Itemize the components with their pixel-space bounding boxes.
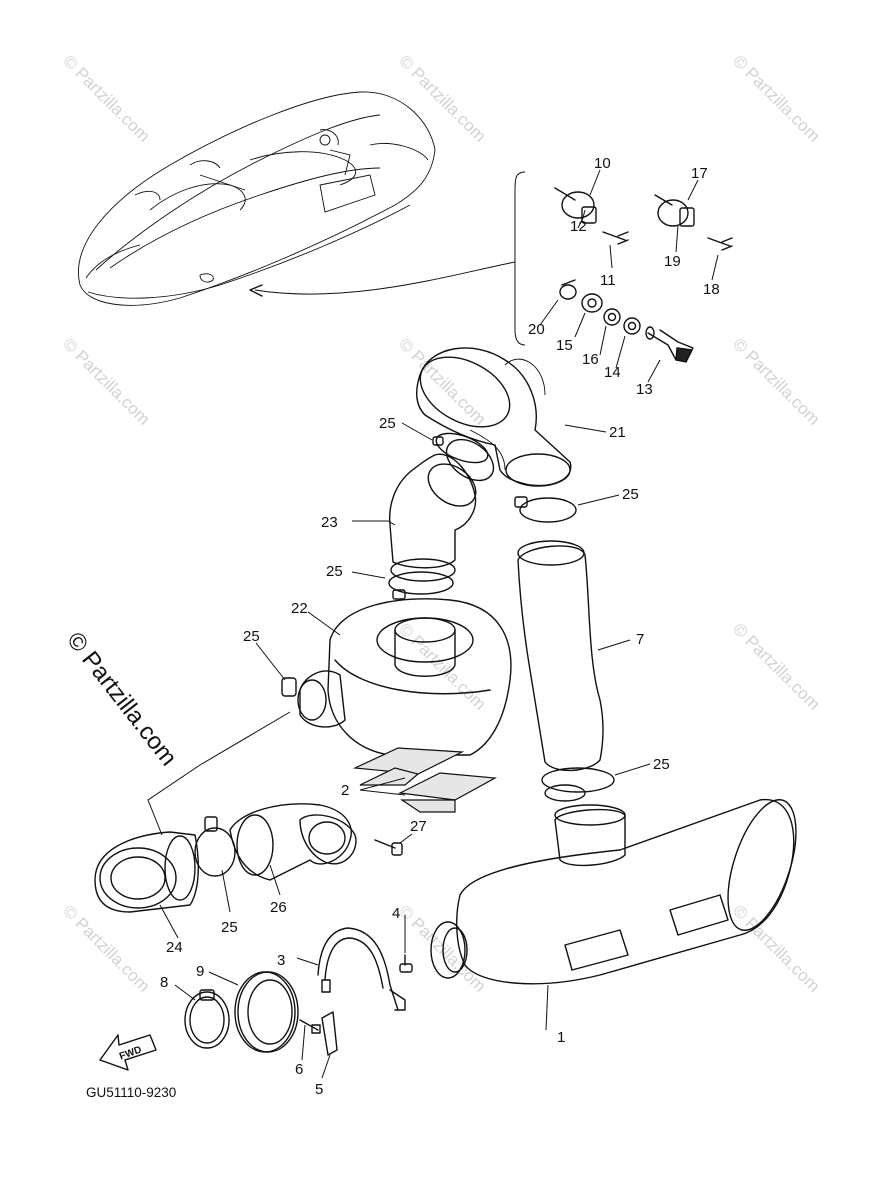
callout-8: 8 <box>160 974 168 991</box>
clip-20 <box>559 279 577 300</box>
callout-19: 19 <box>664 253 681 270</box>
callout-22: 22 <box>291 600 308 617</box>
fwd-arrow: FWD <box>99 1034 157 1071</box>
watermark-mid-right: © Partzilla.com <box>729 334 823 428</box>
pipe-26 <box>229 803 357 881</box>
detail-bracket <box>514 171 526 346</box>
callout-11: 11 <box>600 272 616 289</box>
callout-15: 15 <box>556 337 573 354</box>
callout-10: 10 <box>594 155 611 172</box>
callout-labels: 10 12 11 17 19 18 20 15 16 14 13 21 25 2… <box>160 155 720 1098</box>
callout-13: 13 <box>636 381 653 398</box>
seal-9 <box>234 971 299 1053</box>
callout-25-a: 25 <box>379 415 396 432</box>
elbow-23 <box>388 438 495 582</box>
watermark-bottom-left: © Partzilla.com <box>59 901 153 995</box>
elbow-21 <box>416 347 572 487</box>
callout-14: 14 <box>604 364 621 381</box>
callout-25-e: 25 <box>653 756 670 773</box>
washer-14 <box>623 317 641 335</box>
pin-18 <box>707 237 733 251</box>
watermark-top-center: © Partzilla.com <box>395 51 489 145</box>
callout-20: 20 <box>528 321 545 338</box>
callout-25-d: 25 <box>243 628 260 645</box>
watercraft-illustration <box>78 91 436 306</box>
clamp-10-12 <box>554 187 597 224</box>
callout-25-b: 25 <box>622 486 639 503</box>
watermark-bottom-right: © Partzilla.com <box>729 901 823 995</box>
watermark-right: © Partzilla.com <box>729 619 823 713</box>
clamp-25-lower-right <box>541 767 615 802</box>
clamp-25-left <box>194 816 236 877</box>
washer-16 <box>603 308 621 326</box>
pointer-arrowhead <box>249 284 263 297</box>
fwd-label: FWD <box>118 1044 143 1062</box>
callout-1: 1 <box>557 1029 565 1046</box>
strap-3 <box>317 927 406 1011</box>
callout-16: 16 <box>582 351 599 368</box>
hose-7 <box>517 540 604 772</box>
pointer-arrow <box>254 261 516 295</box>
callout-2: 2 <box>341 782 349 799</box>
callout-17: 17 <box>691 165 708 182</box>
muffler-1 <box>430 798 797 985</box>
callout-26: 26 <box>270 899 287 916</box>
watermark-top-right: © Partzilla.com <box>729 51 823 145</box>
fitting-13 <box>645 326 694 363</box>
part-code: GU51110-9230 <box>86 1085 176 1100</box>
clamp-25-mid <box>388 571 454 600</box>
watermark-large: © Partzilla.com <box>61 627 182 771</box>
callout-27: 27 <box>410 818 427 835</box>
callout-9: 9 <box>196 963 204 980</box>
callout-7: 7 <box>636 631 644 648</box>
clamp-8 <box>184 989 230 1049</box>
callout-23: 23 <box>321 514 338 531</box>
callout-25-c: 25 <box>326 563 343 580</box>
bolt-27 <box>374 839 403 856</box>
leader-lines <box>147 169 719 1079</box>
outlet-24 <box>94 831 199 913</box>
bolt-6 <box>299 1019 321 1034</box>
callout-25-f: 25 <box>221 919 238 936</box>
bolt-4 <box>399 954 413 973</box>
bracket-5 <box>321 1011 338 1056</box>
callout-4: 4 <box>392 905 400 922</box>
waterlock-22 <box>281 598 512 756</box>
watermark-center: © Partzilla.com <box>395 619 489 713</box>
callout-12: 12 <box>570 218 587 235</box>
nut-15 <box>581 293 603 313</box>
watermark-group: © Partzilla.com © Partzilla.com © Partzi… <box>59 51 823 995</box>
clamp-25-upper-right <box>514 496 577 523</box>
callout-6: 6 <box>295 1061 303 1078</box>
callout-21: 21 <box>609 424 626 441</box>
callout-3: 3 <box>277 952 285 969</box>
watermark-top-left: © Partzilla.com <box>59 51 153 145</box>
gasket-2 <box>352 747 498 813</box>
clamp-25-top <box>432 432 489 464</box>
callout-5: 5 <box>315 1081 323 1098</box>
callout-18: 18 <box>703 281 720 298</box>
watermark-mid-left: © Partzilla.com <box>59 334 153 428</box>
pin-11 <box>602 231 629 245</box>
callout-24: 24 <box>166 939 183 956</box>
clamp-17-19 <box>654 194 695 227</box>
